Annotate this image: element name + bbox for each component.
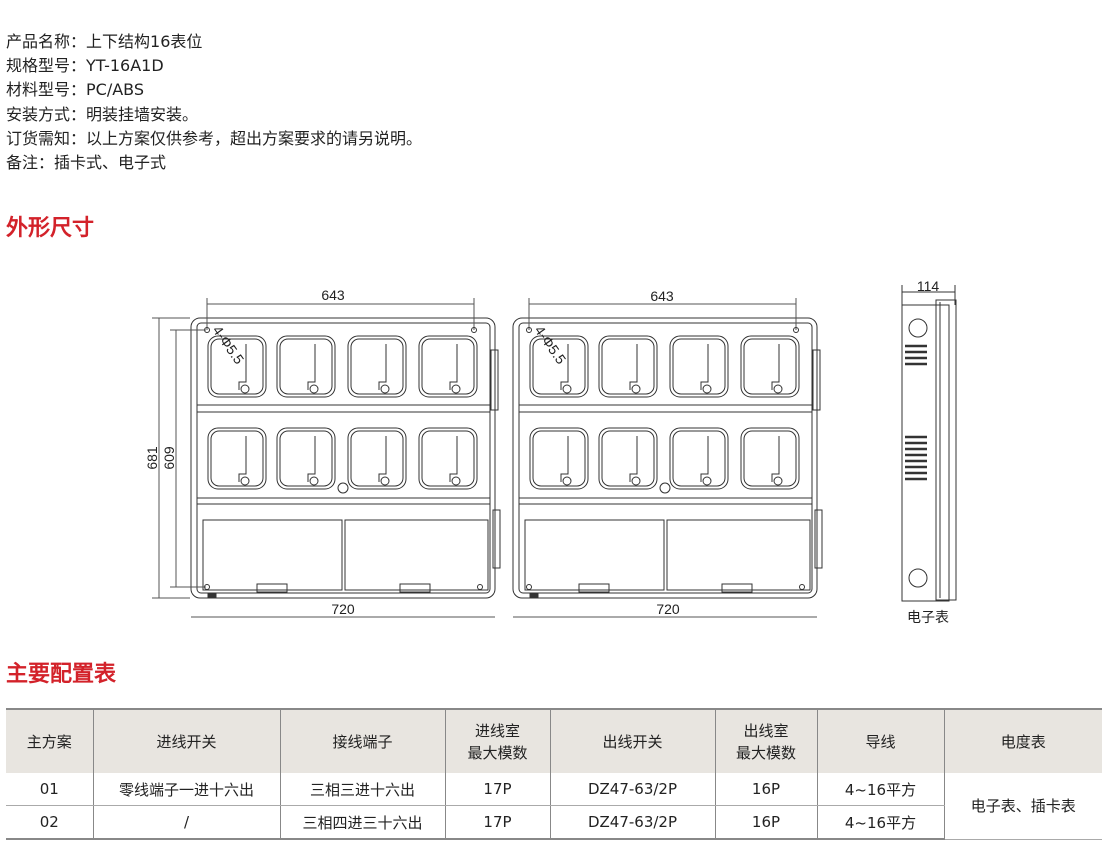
dim-643-left: 643 <box>321 287 345 303</box>
side-view: 114 电子表 <box>901 278 957 625</box>
panel-front-view <box>190 298 501 618</box>
table-cell: 17P <box>444 773 551 806</box>
meter-window <box>207 335 267 398</box>
meter-window <box>347 335 407 398</box>
spec-value: 明装挂墙安装。 <box>86 104 199 124</box>
meter-window <box>418 427 478 490</box>
table-cell: 零线端子一进十六出 <box>92 773 281 806</box>
mount-hole <box>526 327 532 333</box>
dimension-drawing: 643 643 720 720 681 609 4-Φ5.5 4-Φ5.5 11… <box>144 278 957 625</box>
mount-hole <box>526 584 532 590</box>
meter-window <box>418 335 478 398</box>
spec-value: 插卡式、电子式 <box>54 153 167 173</box>
table-cell: 三相四进三十六出 <box>279 805 446 840</box>
spec-line: 订货需知：以上方案仅供参考，超出方案要求的请另说明。 <box>6 127 422 151</box>
meter-window <box>669 427 729 490</box>
spec-label: 安装方式： <box>6 104 87 124</box>
table-cell: DZ47-63/2P <box>549 773 716 806</box>
spec-label: 备注： <box>6 153 55 173</box>
spec-label: 订货需知： <box>6 128 87 148</box>
spec-line: 产品名称：上下结构16表位 <box>6 30 422 54</box>
spec-label: 规格型号： <box>6 56 87 76</box>
spec-line: 安装方式：明装挂墙安装。 <box>6 103 422 127</box>
column-header: 主方案 <box>6 708 94 773</box>
spec-value: 上下结构16表位 <box>86 32 203 51</box>
spec-line: 规格型号：YT-16A1D <box>6 54 422 78</box>
column-header: 导线 <box>816 708 945 773</box>
section-heading-config: 主要配置表 <box>6 662 117 687</box>
spec-line: 备注：插卡式、电子式 <box>6 151 422 175</box>
meter-window <box>740 335 800 398</box>
meter-window <box>207 427 267 490</box>
breaker-box <box>524 519 665 591</box>
terminal-strip <box>814 509 823 569</box>
breaker-box <box>666 519 811 591</box>
meter-window <box>529 335 589 398</box>
terminal-strip <box>812 349 821 411</box>
side-view-caption: 电子表 <box>907 609 949 625</box>
terminal-strip <box>492 509 501 569</box>
meter-window <box>276 427 336 490</box>
meter-window <box>598 427 658 490</box>
hole-annotation-right: 4-Φ5.5 <box>532 323 570 368</box>
spec-value: PC/ABS <box>86 80 145 100</box>
table-cell: 02 <box>6 805 94 840</box>
mount-hole <box>471 327 477 333</box>
breaker-box <box>344 519 489 591</box>
spec-label: 材料型号： <box>6 80 87 100</box>
meter-type-cell: 电子表、插卡表 <box>943 773 1102 840</box>
table-cell: / <box>92 805 281 840</box>
product-spec: 产品名称：上下结构16表位 规格型号：YT-16A1D 材料型号：PC/ABS … <box>6 30 422 175</box>
mount-hole <box>793 327 799 333</box>
table-cell: DZ47-63/2P <box>549 805 716 840</box>
spec-line: 材料型号：PC/ABS <box>6 78 422 102</box>
dim-114: 114 <box>917 278 940 294</box>
column-header: 电度表 <box>943 708 1102 773</box>
table-cell: 16P <box>714 773 818 806</box>
breaker-box <box>202 519 343 591</box>
meter-window <box>740 427 800 490</box>
meter-window <box>669 335 729 398</box>
column-header: 出线室 最大模数 <box>714 708 818 773</box>
table-cell: 4~16平方 <box>816 773 945 806</box>
dim-643-right: 643 <box>650 288 674 304</box>
table-cell: 4~16平方 <box>816 805 944 840</box>
table-cell: 三相三进十六出 <box>279 773 446 806</box>
spec-label: 产品名称： <box>6 32 87 51</box>
dim-720-left: 720 <box>331 601 355 617</box>
table-cell: 16P <box>714 805 818 840</box>
column-header: 进线开关 <box>92 708 281 773</box>
spec-value: 以上方案仅供参考，超出方案要求的请另说明。 <box>86 128 423 148</box>
spec-value: YT-16A1D <box>86 56 164 76</box>
column-header: 出线开关 <box>549 708 716 773</box>
column-header: 接线端子 <box>279 708 446 773</box>
mount-hole <box>799 584 805 590</box>
meter-window <box>529 427 589 490</box>
panel-front-view <box>512 298 823 618</box>
mount-hole <box>477 584 483 590</box>
section-heading-dimensions: 外形尺寸 <box>6 216 95 241</box>
terminal-strip <box>490 349 499 411</box>
dim-609: 609 <box>161 446 177 470</box>
meter-window <box>598 335 658 398</box>
dim-681: 681 <box>144 446 160 470</box>
panels <box>190 298 823 618</box>
meter-window <box>347 427 407 490</box>
meter-window <box>276 335 336 398</box>
dim-720-right: 720 <box>656 601 680 617</box>
hole-annotation-left: 4-Φ5.5 <box>210 323 248 368</box>
table-cell: 17P <box>444 805 551 840</box>
table-cell: 01 <box>6 773 94 806</box>
column-header: 进线室 最大模数 <box>444 708 551 773</box>
